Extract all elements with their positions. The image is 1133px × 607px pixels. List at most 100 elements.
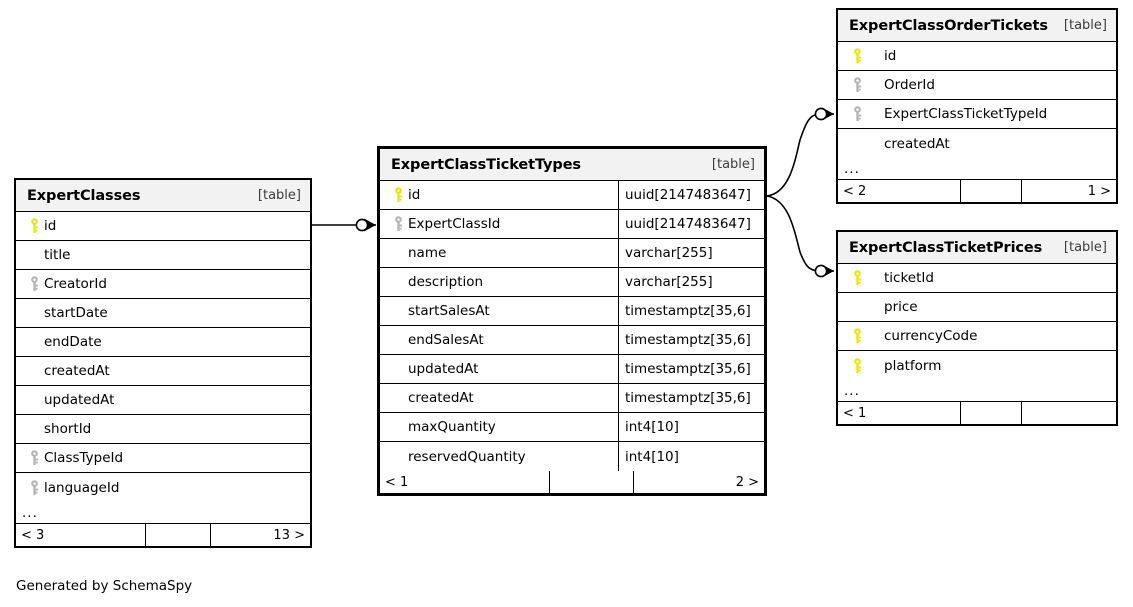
table-row[interactable]: createdAt <box>16 357 310 386</box>
footer-child-count[interactable]: 13 > <box>210 524 310 546</box>
column-name-label: maxQuantity <box>408 419 496 435</box>
column-name-label: CreatorId <box>44 276 107 292</box>
column-name-cell: createdAt <box>838 129 1116 158</box>
table-title: ExpertClassTicketTypes <box>391 156 581 173</box>
column-type-cell: timestamptz[35,6] <box>618 297 764 325</box>
edge-tickettypes-to-ordertickets <box>766 107 834 197</box>
generator-credit: Generated by SchemaSpy <box>16 578 193 594</box>
column-name-label: platform <box>884 357 942 374</box>
table-kind-label: [table] <box>257 188 301 203</box>
foreign-key-icon <box>846 77 868 93</box>
table-row[interactable]: languageId <box>16 473 310 502</box>
column-name-label: updatedAt <box>44 392 115 408</box>
foreign-key-icon <box>846 106 868 122</box>
table-row[interactable]: endDate <box>16 328 310 357</box>
table-footer: < 2 1 > <box>838 180 1116 202</box>
footer-parent-count[interactable]: < 2 <box>843 183 867 199</box>
primary-key-icon <box>24 218 44 234</box>
table-footer: < 1 <box>838 402 1116 424</box>
column-name-cell: title <box>16 241 310 269</box>
column-name-label: ticketId <box>884 270 934 286</box>
edge-tickettypes-to-ticketprices <box>766 195 834 278</box>
more-columns-indicator: ... <box>838 158 1116 180</box>
footer-middle <box>960 402 1021 424</box>
primary-key-icon <box>846 328 868 344</box>
column-name-label: endDate <box>44 334 102 350</box>
column-name-cell: id <box>16 212 310 240</box>
table-header: ExpertClassOrderTickets [table] <box>838 10 1116 42</box>
footer-child-count[interactable]: 2 > <box>633 471 764 493</box>
column-name-label: updatedAt <box>408 361 479 377</box>
column-name-cell: ExpertClassTicketTypeId <box>838 100 1116 128</box>
column-name-label: ClassTypeId <box>44 450 124 466</box>
foreign-key-icon <box>24 450 44 466</box>
column-name-cell: CreatorId <box>16 270 310 298</box>
table-row[interactable]: shortId <box>16 415 310 444</box>
table-row[interactable]: createdAt <box>838 129 1116 158</box>
footer-child-count[interactable] <box>1021 402 1116 424</box>
table-row[interactable]: CreatorId <box>16 270 310 299</box>
foreign-key-icon <box>24 276 44 292</box>
primary-key-icon <box>388 187 408 203</box>
table-kind-label: [table] <box>1063 18 1107 33</box>
edge-expertclasses-to-tickettypes <box>312 218 376 232</box>
column-name-label: currencyCode <box>884 328 978 344</box>
table-row[interactable]: OrderId <box>838 71 1116 100</box>
column-name-label: description <box>408 274 484 290</box>
table-row[interactable]: id <box>838 42 1116 71</box>
table-row[interactable]: ClassTypeId <box>16 444 310 473</box>
primary-key-icon <box>846 270 868 286</box>
column-type-cell: varchar[255] <box>618 239 764 267</box>
table-row[interactable]: title <box>16 241 310 270</box>
column-type-cell: int4[10] <box>618 442 764 471</box>
table-row[interactable]: currencyCode <box>838 322 1116 351</box>
table-title: ExpertClassTicketPrices <box>849 239 1043 256</box>
more-columns-indicator: ... <box>16 502 310 524</box>
column-type-cell: timestamptz[35,6] <box>618 355 764 383</box>
footer-parent-count[interactable]: < 3 <box>21 527 45 543</box>
column-name-cell: createdAt <box>380 384 618 412</box>
column-name-cell: platform <box>838 351 1116 380</box>
table-row[interactable]: platform <box>838 351 1116 380</box>
column-name-cell: id <box>838 42 1116 70</box>
column-name-cell: endSalesAt <box>380 326 618 354</box>
column-name-cell: maxQuantity <box>380 413 618 441</box>
table-row[interactable]: ExpertClassTicketTypeId <box>838 100 1116 129</box>
table-header: ExpertClassTicketTypes [table] <box>380 149 764 181</box>
table-row[interactable]: ticketId <box>838 264 1116 293</box>
table-row[interactable]: startDate <box>16 299 310 328</box>
column-name-cell: endDate <box>16 328 310 356</box>
table-expert-class-ticket-prices[interactable]: ExpertClassTicketPrices [table] ticketId… <box>836 230 1118 426</box>
column-name-cell: reservedQuantity <box>380 442 618 471</box>
footer-child-count[interactable]: 1 > <box>1021 180 1116 202</box>
table-row[interactable]: updatedAt <box>16 386 310 415</box>
table-footer: < 1 2 > <box>380 471 764 493</box>
column-name-cell: id <box>380 181 618 209</box>
primary-key-icon <box>846 48 868 64</box>
table-row[interactable]: price <box>838 293 1116 322</box>
column-name-label: languageId <box>44 479 120 496</box>
column-name-label: ExpertClassTicketTypeId <box>884 106 1048 122</box>
table-header: ExpertClassTicketPrices [table] <box>838 232 1116 264</box>
footer-parent-count[interactable]: < 1 <box>843 405 867 421</box>
column-type-cell: uuid[2147483647] <box>618 210 764 238</box>
table-row[interactable]: id <box>16 212 310 241</box>
table-footer: < 3 13 > <box>16 524 310 546</box>
column-name-label: id <box>884 48 897 64</box>
table-row[interactable]: updatedAt timestamptz[35,6] <box>380 355 764 384</box>
footer-parent-count[interactable]: < 1 <box>385 474 409 490</box>
